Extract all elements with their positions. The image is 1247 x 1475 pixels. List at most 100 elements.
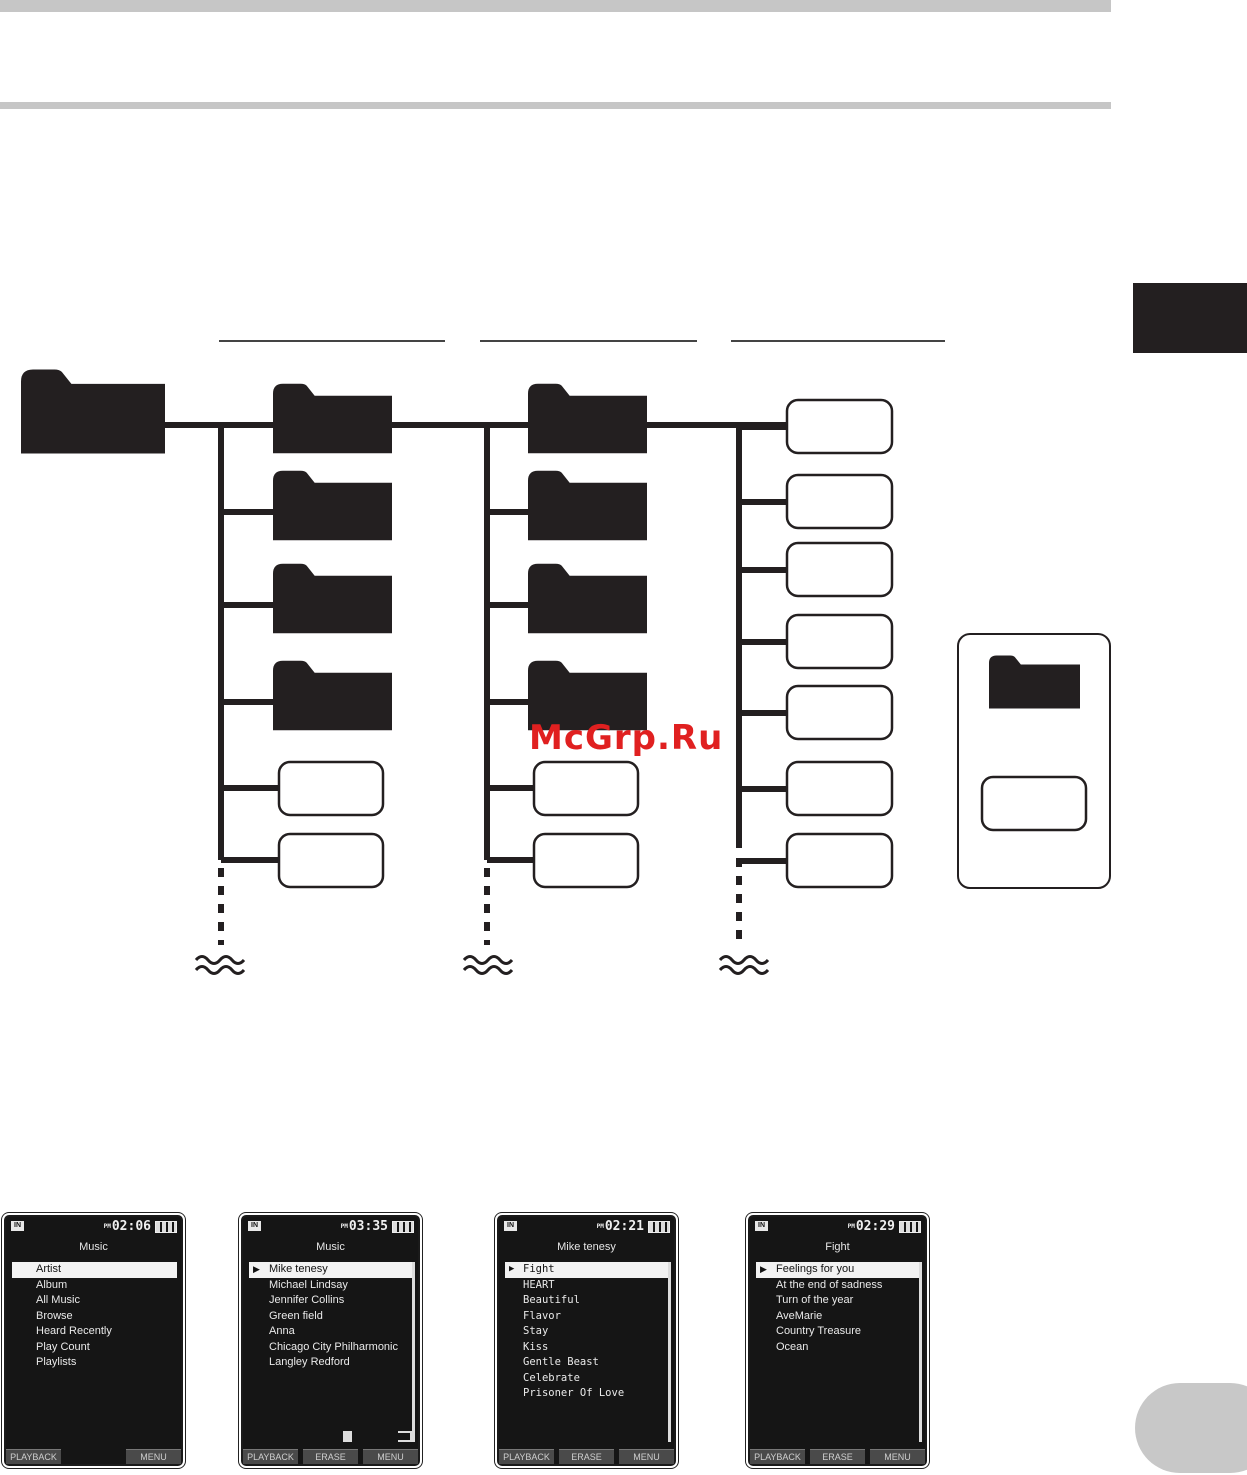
column-1-folder-icon — [273, 383, 392, 454]
scrollbar[interactable] — [919, 1262, 922, 1442]
menu-list-item[interactable]: Browse — [12, 1309, 177, 1325]
menu-item-label: Michael Lindsay — [269, 1278, 348, 1291]
battery-icon — [648, 1221, 670, 1233]
menu-list-item[interactable]: Gentle Beast — [505, 1355, 670, 1371]
time-period-label: PM — [340, 1223, 348, 1230]
menu-list-item[interactable]: Stay — [505, 1324, 670, 1340]
menu-list-item[interactable]: Beautiful — [505, 1293, 670, 1309]
clock-time: 02:06 — [111, 1219, 151, 1234]
clock: PM02:06 — [104, 1219, 151, 1234]
menu-list-item[interactable]: Album — [12, 1278, 177, 1294]
soft-key-playback[interactable]: PLAYBACK — [6, 1449, 61, 1464]
soft-key-menu[interactable]: MENU — [363, 1449, 418, 1464]
soft-key-menu[interactable]: MENU — [126, 1449, 181, 1464]
header-bottom-rule — [0, 102, 1111, 109]
soft-key-erase[interactable]: ERASE — [559, 1449, 614, 1464]
scrollbar[interactable] — [412, 1262, 415, 1442]
menu-list-item[interactable]: Michael Lindsay — [249, 1278, 414, 1294]
menu-list-item[interactable]: Play Count — [12, 1340, 177, 1356]
column-1-folder-icon — [273, 470, 392, 541]
play-cursor-icon: ▶ — [253, 1264, 260, 1274]
soft-key-menu[interactable]: MENU — [870, 1449, 925, 1464]
menu-item-label: Chicago City Philharmonic — [269, 1340, 398, 1353]
soft-key-playback[interactable]: PLAYBACK — [243, 1449, 298, 1464]
menu-item-label: Browse — [36, 1309, 73, 1322]
menu-list-item[interactable]: Ocean — [756, 1340, 921, 1356]
column-3-file-icon — [785, 473, 894, 530]
menu-list-item[interactable]: Heard Recently — [12, 1324, 177, 1340]
menu-item-label: Feelings for you — [776, 1263, 855, 1275]
column-1-wavy-break-icon — [194, 955, 246, 965]
page-number-badge — [1135, 1383, 1247, 1473]
memory-indicator-badge: IN — [755, 1221, 768, 1231]
soft-key-erase[interactable]: ERASE — [303, 1449, 358, 1464]
menu-item-label: Flavor — [523, 1309, 561, 1322]
scrollbar[interactable] — [668, 1262, 671, 1442]
menu-list-item[interactable]: Flavor — [505, 1309, 670, 1325]
battery-icon — [899, 1221, 921, 1233]
menu-list-item[interactable]: AveMarie — [756, 1309, 921, 1325]
column-1-file-icon — [277, 832, 385, 889]
soft-key-menu[interactable]: MENU — [619, 1449, 674, 1464]
menu-list-item[interactable]: All Music — [12, 1293, 177, 1309]
menu-item-label: AveMarie — [776, 1309, 823, 1322]
menu-list-item[interactable]: Chicago City Philharmonic — [249, 1340, 414, 1356]
menu-list-item[interactable]: Playlists — [12, 1355, 177, 1371]
column-3-wavy-break-icon — [718, 955, 770, 965]
play-cursor-icon: ▶ — [509, 1264, 515, 1274]
menu-item-label: Green field — [269, 1309, 323, 1322]
time-period-label: PM — [596, 1223, 604, 1230]
menu-list-item[interactable]: ▶ Mike tenesy — [249, 1262, 414, 1278]
column-2-file-icon — [532, 832, 640, 889]
watermark-text: McGrp.Ru — [529, 718, 724, 758]
menu-item-label: Stay — [523, 1325, 549, 1337]
menu-list-item[interactable]: Green field — [249, 1309, 414, 1325]
column-1-wavy-break-icon — [194, 965, 246, 975]
soft-key-bar: PLAYBACK ERASE MENU — [243, 1449, 418, 1464]
column-2-folder-icon — [528, 563, 647, 634]
menu-list-item[interactable]: ▶ Fight — [505, 1262, 670, 1278]
soft-key-erase[interactable]: ERASE — [810, 1449, 865, 1464]
soft-key-playback[interactable]: PLAYBACK — [750, 1449, 805, 1464]
soft-key-bar: PLAYBACK ERASE MENU — [750, 1449, 925, 1464]
clock-time: 03:35 — [348, 1219, 388, 1234]
menu-item-label: Prisoner Of Love — [523, 1387, 625, 1399]
clock-time: 02:21 — [604, 1219, 644, 1234]
soft-key-playback[interactable]: PLAYBACK — [499, 1449, 554, 1464]
column-1-folder-icon — [273, 660, 392, 731]
menu-list-item[interactable]: Celebrate — [505, 1371, 670, 1387]
menu-list-item[interactable]: Langley Redford — [249, 1355, 414, 1371]
menu-list-item[interactable]: Anna — [249, 1324, 414, 1340]
menu-list-item[interactable]: Kiss — [505, 1340, 670, 1356]
menu-list-item[interactable]: ▶Feelings for you — [756, 1262, 921, 1278]
column-2-folder-icon — [528, 383, 647, 454]
menu-list-item[interactable]: At the end of sadness — [756, 1278, 921, 1294]
screen-title: Music — [316, 1241, 345, 1253]
menu-item-label: At the end of sadness — [776, 1278, 883, 1291]
clock: PM02:29 — [848, 1219, 895, 1234]
menu-list-item[interactable]: HEART — [505, 1278, 670, 1294]
menu-item-label: Fight — [523, 1263, 555, 1275]
memory-indicator-badge: IN — [248, 1221, 261, 1231]
menu-item-label: All Music — [36, 1294, 81, 1306]
menu-list-item[interactable]: Country Treasure — [756, 1324, 921, 1340]
column-header-rule-3 — [731, 340, 945, 342]
menu-item-label: Mike tenesy — [269, 1263, 328, 1275]
menu-list-item[interactable]: Jennifer Collins — [249, 1293, 414, 1309]
menu-item-label: Anna — [269, 1325, 295, 1337]
column-3-file-icon — [785, 684, 894, 741]
menu-list-item[interactable]: Prisoner Of Love — [505, 1386, 670, 1402]
column-1-folder-icon — [273, 563, 392, 634]
menu-item-label: Play Count — [36, 1340, 90, 1353]
screen-title: Mike tenesy — [557, 1241, 616, 1253]
menu-item-label: Ocean — [776, 1340, 809, 1353]
menu-list-item[interactable]: Turn of the year — [756, 1293, 921, 1309]
menu-list-item[interactable]: Artist — [12, 1262, 177, 1278]
menu-item-label: HEART — [523, 1278, 555, 1291]
memory-indicator-badge: IN — [11, 1221, 24, 1231]
